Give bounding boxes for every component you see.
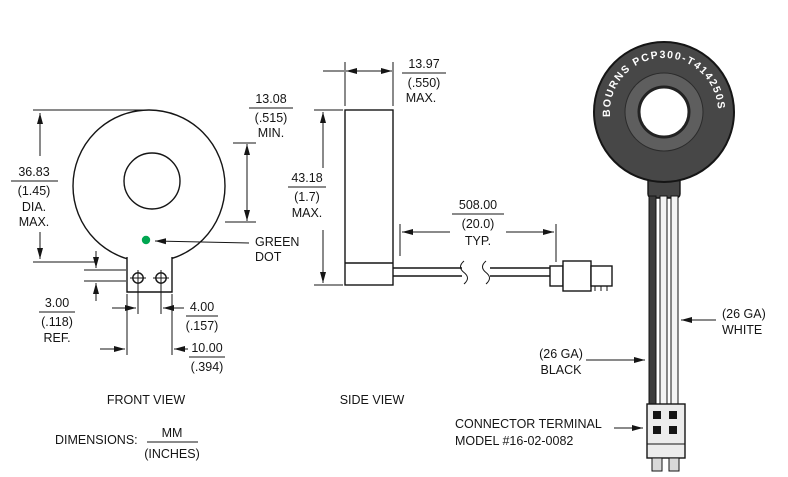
- lead-in-label: (20.0): [462, 217, 495, 231]
- lead-suffix: TYP.: [465, 234, 491, 248]
- units-mm-label: MM: [162, 426, 183, 440]
- white-wire-label-1: (26 GA): [722, 307, 766, 321]
- connector-housing: [646, 403, 686, 459]
- ref-in-label: (.118): [41, 315, 73, 329]
- body-height-mm-label: 43.18: [291, 171, 322, 185]
- connector-tip: [590, 265, 613, 287]
- lead-extension-lines: [399, 224, 557, 262]
- connector-pin: [669, 426, 677, 434]
- connector-pin: [653, 426, 661, 434]
- units-inches-label: (INCHES): [144, 447, 200, 461]
- connector-label-1: CONNECTOR TERMINAL: [455, 417, 602, 431]
- connector-pin: [669, 411, 677, 419]
- side-view-label: SIDE VIEW: [340, 393, 405, 407]
- rear-view: BOURNS PCP300-T414250S: [593, 41, 735, 472]
- green-dot-leader-arrow: [154, 238, 250, 245]
- dimensions-label: DIMENSIONS:: [55, 433, 138, 447]
- height-in-label: (.515): [255, 111, 288, 125]
- green-dot-label-1: GREEN: [255, 235, 299, 249]
- dia-in-label: (1.45): [18, 184, 51, 198]
- height-mm-label: 13.08: [255, 92, 286, 106]
- front-dimensions: 36.83 (1.45) DIA. MAX. 13.08 (.515) MIN.…: [11, 92, 299, 407]
- rear-annotations: (26 GA) WHITE (26 GA) BLACK CONNECTOR TE…: [455, 307, 766, 448]
- side-body-outline: [344, 109, 394, 286]
- tab-width-mm-label: 10.00: [191, 341, 222, 355]
- dia-suffix2: MAX.: [19, 215, 50, 229]
- body-height-extension-lines: [314, 109, 343, 286]
- dimensions-note: DIMENSIONS: MM (INCHES): [55, 426, 200, 461]
- dia-mm-label: 36.83: [18, 165, 49, 179]
- side-dimensions: 13.97 (.550) MAX. 43.18 (1.7) MAX. 508.0…: [288, 57, 557, 407]
- front-shaft-hole: [123, 152, 181, 210]
- black-wire-label-1: (26 GA): [539, 347, 583, 361]
- lead-mm-label: 508.00: [459, 198, 497, 212]
- rear-connector: [646, 403, 686, 472]
- front-view: [72, 109, 226, 293]
- tab-width-extension-lines: [126, 294, 173, 355]
- black-wire-label-2: BLACK: [541, 363, 583, 377]
- side-connector: [549, 260, 613, 292]
- dia-extension-lines: [33, 109, 148, 263]
- hole-spacing-in-label: (.157): [186, 319, 219, 333]
- ref-suffix: REF.: [43, 331, 70, 345]
- width-in-label: (.550): [408, 76, 441, 90]
- hole-center-marks: [130, 270, 169, 286]
- connector-body: [562, 260, 592, 292]
- white-wire: [670, 195, 679, 405]
- wire-break-marks: [460, 260, 490, 285]
- width-extension-lines: [344, 62, 394, 106]
- middle-wire: [659, 195, 668, 405]
- side-wire: [393, 267, 552, 277]
- width-mm-label: 13.97: [408, 57, 439, 71]
- connector-prong: [668, 457, 680, 472]
- wires: [648, 195, 679, 405]
- connector-ferrule: [549, 265, 564, 287]
- rear-center-hole: [637, 85, 691, 139]
- side-view: [344, 109, 613, 292]
- height-suffix: MIN.: [258, 126, 284, 140]
- ref-extension-lines: [84, 269, 126, 282]
- black-wire: [648, 195, 657, 405]
- connector-label-2: MODEL #16-02-0082: [455, 434, 573, 448]
- tab-width-in-label: (.394): [191, 360, 224, 374]
- height-extension-lines: [225, 142, 256, 223]
- width-suffix: MAX.: [406, 91, 437, 105]
- connector-prong: [651, 457, 663, 472]
- green-dot-label-2: DOT: [255, 250, 282, 264]
- hole-spacing-mm-label: 4.00: [190, 300, 214, 314]
- body-height-in-label: (1.7): [294, 190, 320, 204]
- hole-spacing-extension-lines: [137, 286, 162, 314]
- white-wire-label-2: WHITE: [722, 323, 762, 337]
- green-dot: [141, 235, 151, 245]
- connector-teeth: [594, 286, 608, 291]
- dia-suffix1: DIA.: [22, 200, 46, 214]
- front-view-label: FRONT VIEW: [107, 393, 185, 407]
- connector-pin: [653, 411, 661, 419]
- body-height-suffix: MAX.: [292, 206, 323, 220]
- ref-mm-label: 3.00: [45, 296, 69, 310]
